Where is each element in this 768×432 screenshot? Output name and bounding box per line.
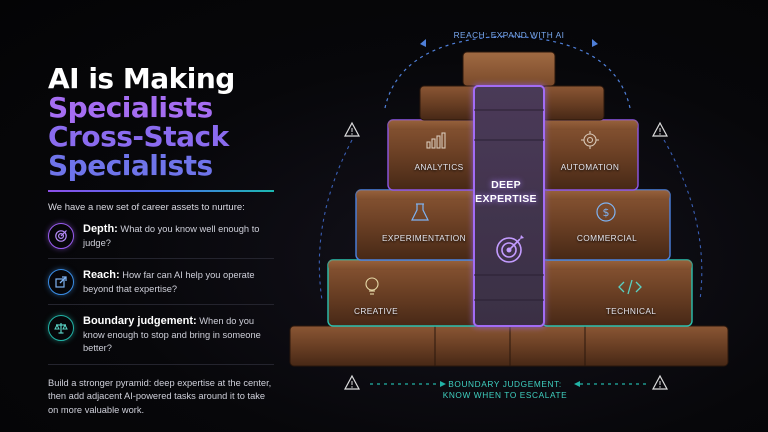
outro-text: Build a stronger pyramid: deep expertise…: [48, 377, 272, 415]
divider: [48, 304, 274, 305]
asset-heading: Boundary judgement:: [83, 315, 197, 327]
gear-icon: [581, 131, 599, 149]
reach-arc-left: [318, 139, 353, 301]
block-label-experimentation: EXPERIMENTATION: [381, 233, 467, 243]
asset-description: When do you know enough to stop and brin…: [83, 316, 261, 353]
code-icon: [618, 279, 642, 295]
reach-label: REACH: EXPAND WITH AI: [453, 30, 565, 40]
target-icon: [48, 223, 74, 249]
lightbulb-icon: [365, 277, 379, 295]
bar-chart-icon: [426, 132, 446, 149]
deep-line-1: DEEP: [491, 179, 521, 191]
arrow-out-icon: [48, 269, 74, 295]
asset-reach-text: Reach: How far can AI help you operate b…: [83, 269, 276, 296]
title-line-2: Specialists: [48, 91, 213, 124]
scales-icon: [48, 315, 74, 341]
asset-heading: Depth:: [83, 223, 118, 235]
block-label-commercial: COMMERCIAL: [576, 233, 638, 243]
flask-icon: [411, 203, 429, 221]
boundary-label: BOUNDARY JUDGEMENT: KNOW WHEN TO ESCALAT…: [400, 379, 610, 401]
pyramid-graphic: $: [289, 35, 729, 390]
left-panel: AI is Making Specialists Cross-Stack Spe…: [48, 64, 276, 417]
boundary-label-line-2: KNOW WHEN TO ESCALATE: [442, 390, 568, 400]
warning-icon: [343, 121, 361, 137]
center-target-icon: [496, 235, 524, 263]
gradient-divider: [48, 190, 274, 192]
reach-arc: [384, 35, 509, 109]
asset-depth: Depth: What do you know well enough to j…: [48, 223, 276, 250]
reach-arc: [507, 35, 631, 109]
warning-icon: [343, 374, 361, 390]
title-line-1: AI is Making: [48, 62, 235, 95]
reach-arc-right: [663, 139, 703, 301]
block-label-creative: CREATIVE: [353, 306, 399, 316]
block-label-automation: AUTOMATION: [560, 162, 620, 172]
asset-heading: Reach:: [83, 269, 120, 281]
divider: [48, 258, 274, 259]
deep-line-2: EXPERTISE: [475, 193, 537, 205]
asset-depth-text: Depth: What do you know well enough to j…: [83, 223, 276, 250]
pyramid-diagram: $ REACH: EXPAND WITH AI ANALYTICS AUTOMA…: [280, 0, 768, 432]
intro-text: We have a new set of career assets to nu…: [48, 202, 245, 213]
warning-icon: [651, 374, 669, 390]
divider: [48, 363, 274, 365]
asset-description: What do you know well enough to judge?: [83, 224, 260, 248]
title-line-3: Cross-Stack: [48, 120, 229, 153]
asset-reach: Reach: How far can AI help you operate b…: [48, 269, 276, 296]
block-label-analytics: ANALYTICS: [414, 162, 464, 172]
deep-expertise-label: DEEP EXPERTISE: [475, 178, 537, 206]
svg-text:$: $: [603, 206, 610, 219]
dollar-icon: $: [596, 202, 616, 222]
block-label-technical: TECHNICAL: [605, 306, 657, 316]
warning-icon: [651, 121, 669, 137]
title-line-4: Specialists: [48, 149, 213, 182]
asset-boundary: Boundary judgement: When do you know eno…: [48, 315, 276, 356]
asset-boundary-text: Boundary judgement: When do you know eno…: [83, 315, 276, 356]
boundary-label-line-1: BOUNDARY JUDGEMENT:: [448, 379, 562, 389]
page-title: AI is Making Specialists Cross-Stack Spe…: [48, 64, 276, 180]
asset-description: How far can AI help you operate beyond t…: [83, 270, 255, 294]
